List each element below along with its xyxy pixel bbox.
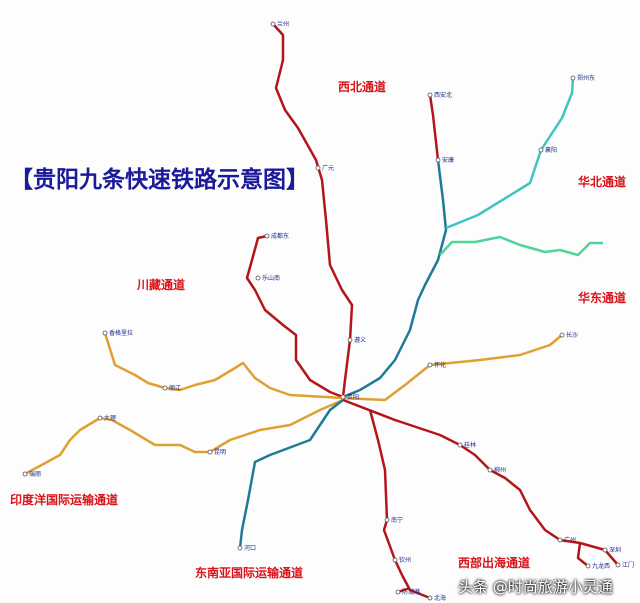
shenzhen-line (342, 398, 619, 566)
southeast-asia-line (238, 399, 344, 549)
station-label: 兰州 (277, 20, 289, 28)
station-label: 瑞丽 (29, 470, 41, 478)
station-label: 柳州 (494, 466, 506, 474)
station-dot (427, 595, 433, 601)
beibu-gulf-line (368, 409, 431, 600)
corridor-label-northwest: 西北通道 (338, 80, 387, 94)
station-label: 钦州 (399, 556, 411, 564)
station-dot (162, 385, 168, 391)
station-dot (427, 362, 433, 368)
station-dot (264, 233, 270, 239)
station-label: 广州 (564, 536, 576, 544)
station-dot (557, 537, 563, 543)
station-label: 长沙 (566, 331, 578, 339)
station-label: 广元 (322, 164, 334, 172)
station-dot (395, 589, 401, 595)
station-dot (270, 21, 276, 27)
station-label: 贵阳 (347, 393, 359, 401)
station-dot (559, 332, 565, 338)
station-dot (315, 165, 321, 171)
station-label: 九龙西 (592, 562, 610, 570)
station-dot (102, 330, 108, 336)
changsha-line (342, 334, 563, 402)
corridor-label-sichuan-tibet: 川藏通道 (137, 278, 186, 292)
station-dot (347, 337, 353, 343)
station-dot (570, 75, 576, 81)
station-label: 西安北 (434, 91, 452, 99)
station-label: 江门 (622, 561, 634, 569)
xian-line-red (428, 94, 440, 161)
jiangmen-branch (576, 542, 589, 567)
station-dot (585, 563, 591, 569)
corridor-label-east: 华东通道 (578, 291, 627, 305)
east-line (439, 235, 603, 257)
corridor-label-western-sea: 西部出海通道 (458, 556, 531, 570)
station-label: 怀化 (434, 361, 446, 369)
station-label: 大理 (104, 414, 116, 422)
corridor-label-north: 华北通道 (578, 175, 627, 189)
station-dot (615, 562, 621, 568)
station-label: 遵义 (354, 336, 366, 344)
station-label: 昆明 (214, 449, 226, 456)
xian-line-blue (342, 159, 448, 399)
station-dot (487, 467, 493, 473)
station-dot (435, 157, 441, 163)
station-dot (340, 394, 346, 400)
northwest-line (272, 23, 354, 398)
map-title: 【贵阳九条快速铁路示意图】 (10, 167, 309, 193)
station-dot (384, 517, 390, 523)
watermark: 头条 @时尚旅游小灵通 (458, 578, 613, 596)
station-label: 北海 (434, 594, 446, 602)
station-dot (602, 547, 608, 553)
station-label: 香格里拉 (109, 329, 133, 337)
corridor-label-southeast-asia: 东南亚国际运输通道 (195, 566, 304, 580)
station-label: 郑州东 (577, 74, 595, 82)
indian-ocean-line (24, 398, 344, 476)
corridor-label-indian-ocean: 印度洋国际运输通道 (10, 493, 119, 507)
station-label: 襄阳 (545, 146, 557, 154)
sichuan-tibet-line (103, 332, 344, 400)
station-label: 河口 (244, 544, 256, 552)
station-dot (97, 415, 103, 421)
station-label: 深圳 (609, 546, 621, 554)
station-label: 丽江 (169, 385, 181, 392)
station-dot (457, 442, 463, 448)
station-dot (237, 545, 243, 551)
station-dot (538, 147, 544, 153)
station-label: 成都东 (271, 232, 289, 240)
station-dot (255, 275, 261, 281)
station-label: 安康 (442, 156, 454, 164)
station-label: 南宁 (391, 516, 403, 524)
station-dot (427, 92, 433, 98)
station-dot (22, 471, 28, 477)
station-dot (207, 449, 213, 455)
chengdu-line (245, 234, 344, 399)
station-dot (392, 557, 398, 563)
station-label: 乐山南 (262, 274, 280, 282)
station-label: 桂林 (464, 441, 476, 449)
station-label: 防城港 (402, 588, 420, 596)
